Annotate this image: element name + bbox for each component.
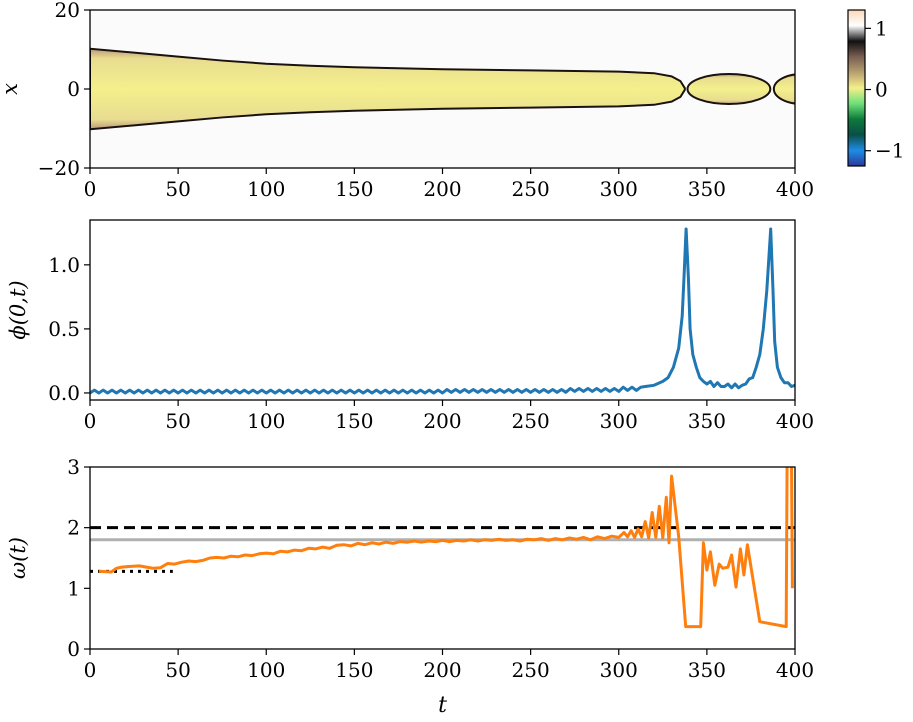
plot-area	[90, 467, 795, 629]
x-tick-label: 400	[776, 658, 814, 682]
x-tick-label: 300	[600, 658, 638, 682]
phi-panel: 0.0 0.5 1.0 0 50 100 150 200 250 300 350 400 ϕ(0,t)	[6, 219, 814, 433]
x-tick-label: 0	[84, 409, 97, 433]
colorbar: 1 0 −1	[847, 9, 904, 167]
axes-frame	[89, 219, 796, 401]
axes-frame	[89, 9, 796, 169]
y-tick-label: −20	[38, 156, 80, 180]
y-tick-label: 0	[67, 637, 80, 661]
y-axis-label: x	[0, 83, 22, 95]
colorbar-tick-label: 0	[875, 78, 888, 102]
x-tick-label: 150	[335, 409, 373, 433]
x-tick-label: 200	[423, 177, 461, 201]
x-tick-label: 50	[165, 409, 190, 433]
x-tick-label: 50	[165, 177, 190, 201]
y-tick-label: 0.0	[48, 381, 80, 405]
x-tick-label: 350	[688, 658, 726, 682]
x-tick-label: 100	[247, 177, 285, 201]
heatmap-breather-lobe	[686, 72, 772, 106]
data-series-line	[90, 227, 795, 395]
x-tick-label: 100	[247, 658, 285, 682]
y-tick-label: 20	[55, 0, 80, 22]
x-tick-label: 400	[776, 177, 814, 201]
x-tick-label: 400	[776, 409, 814, 433]
omega-panel: 0 1 2 3 0 50 100 150 200 250 300 350 400 ω(t) t	[6, 455, 814, 718]
plot-area	[90, 227, 795, 395]
x-tick-label: 150	[335, 658, 373, 682]
y-axis-label: ϕ(0,t)	[6, 280, 30, 339]
colorbar-tick-label: −1	[875, 139, 904, 163]
x-tick-label: 250	[512, 409, 550, 433]
x-tick-label: 200	[423, 409, 461, 433]
x-tick-label: 250	[512, 658, 550, 682]
plot-area	[90, 10, 795, 168]
x-tick-label: 350	[688, 177, 726, 201]
data-series-line	[98, 467, 794, 629]
y-tick-label: 1	[67, 576, 80, 600]
x-tick-label: 150	[335, 177, 373, 201]
heatmap-breather-lobe	[772, 73, 795, 105]
y-tick-label: 3	[67, 455, 80, 479]
x-tick-label: 300	[600, 177, 638, 201]
y-tick-label: 0	[67, 77, 80, 101]
x-tick-label: 0	[84, 177, 97, 201]
y-axis-label: ω(t)	[6, 537, 30, 579]
x-tick-label: 300	[600, 409, 638, 433]
colorbar-gradient	[847, 9, 866, 167]
y-tick-label: 2	[67, 516, 80, 540]
y-tick-label: 1.0	[48, 253, 80, 277]
x-tick-label: 350	[688, 409, 726, 433]
colorbar-tick-label: 1	[875, 16, 888, 40]
x-axis-label: t	[438, 693, 447, 717]
heatmap-soliton-core	[90, 47, 686, 131]
x-tick-label: 250	[512, 177, 550, 201]
x-tick-label: 50	[165, 658, 190, 682]
x-tick-label: 0	[84, 658, 97, 682]
x-tick-label: 200	[423, 658, 461, 682]
axes-frame	[89, 466, 796, 650]
y-tick-label: 0.5	[48, 317, 80, 341]
x-tick-label: 100	[247, 409, 285, 433]
